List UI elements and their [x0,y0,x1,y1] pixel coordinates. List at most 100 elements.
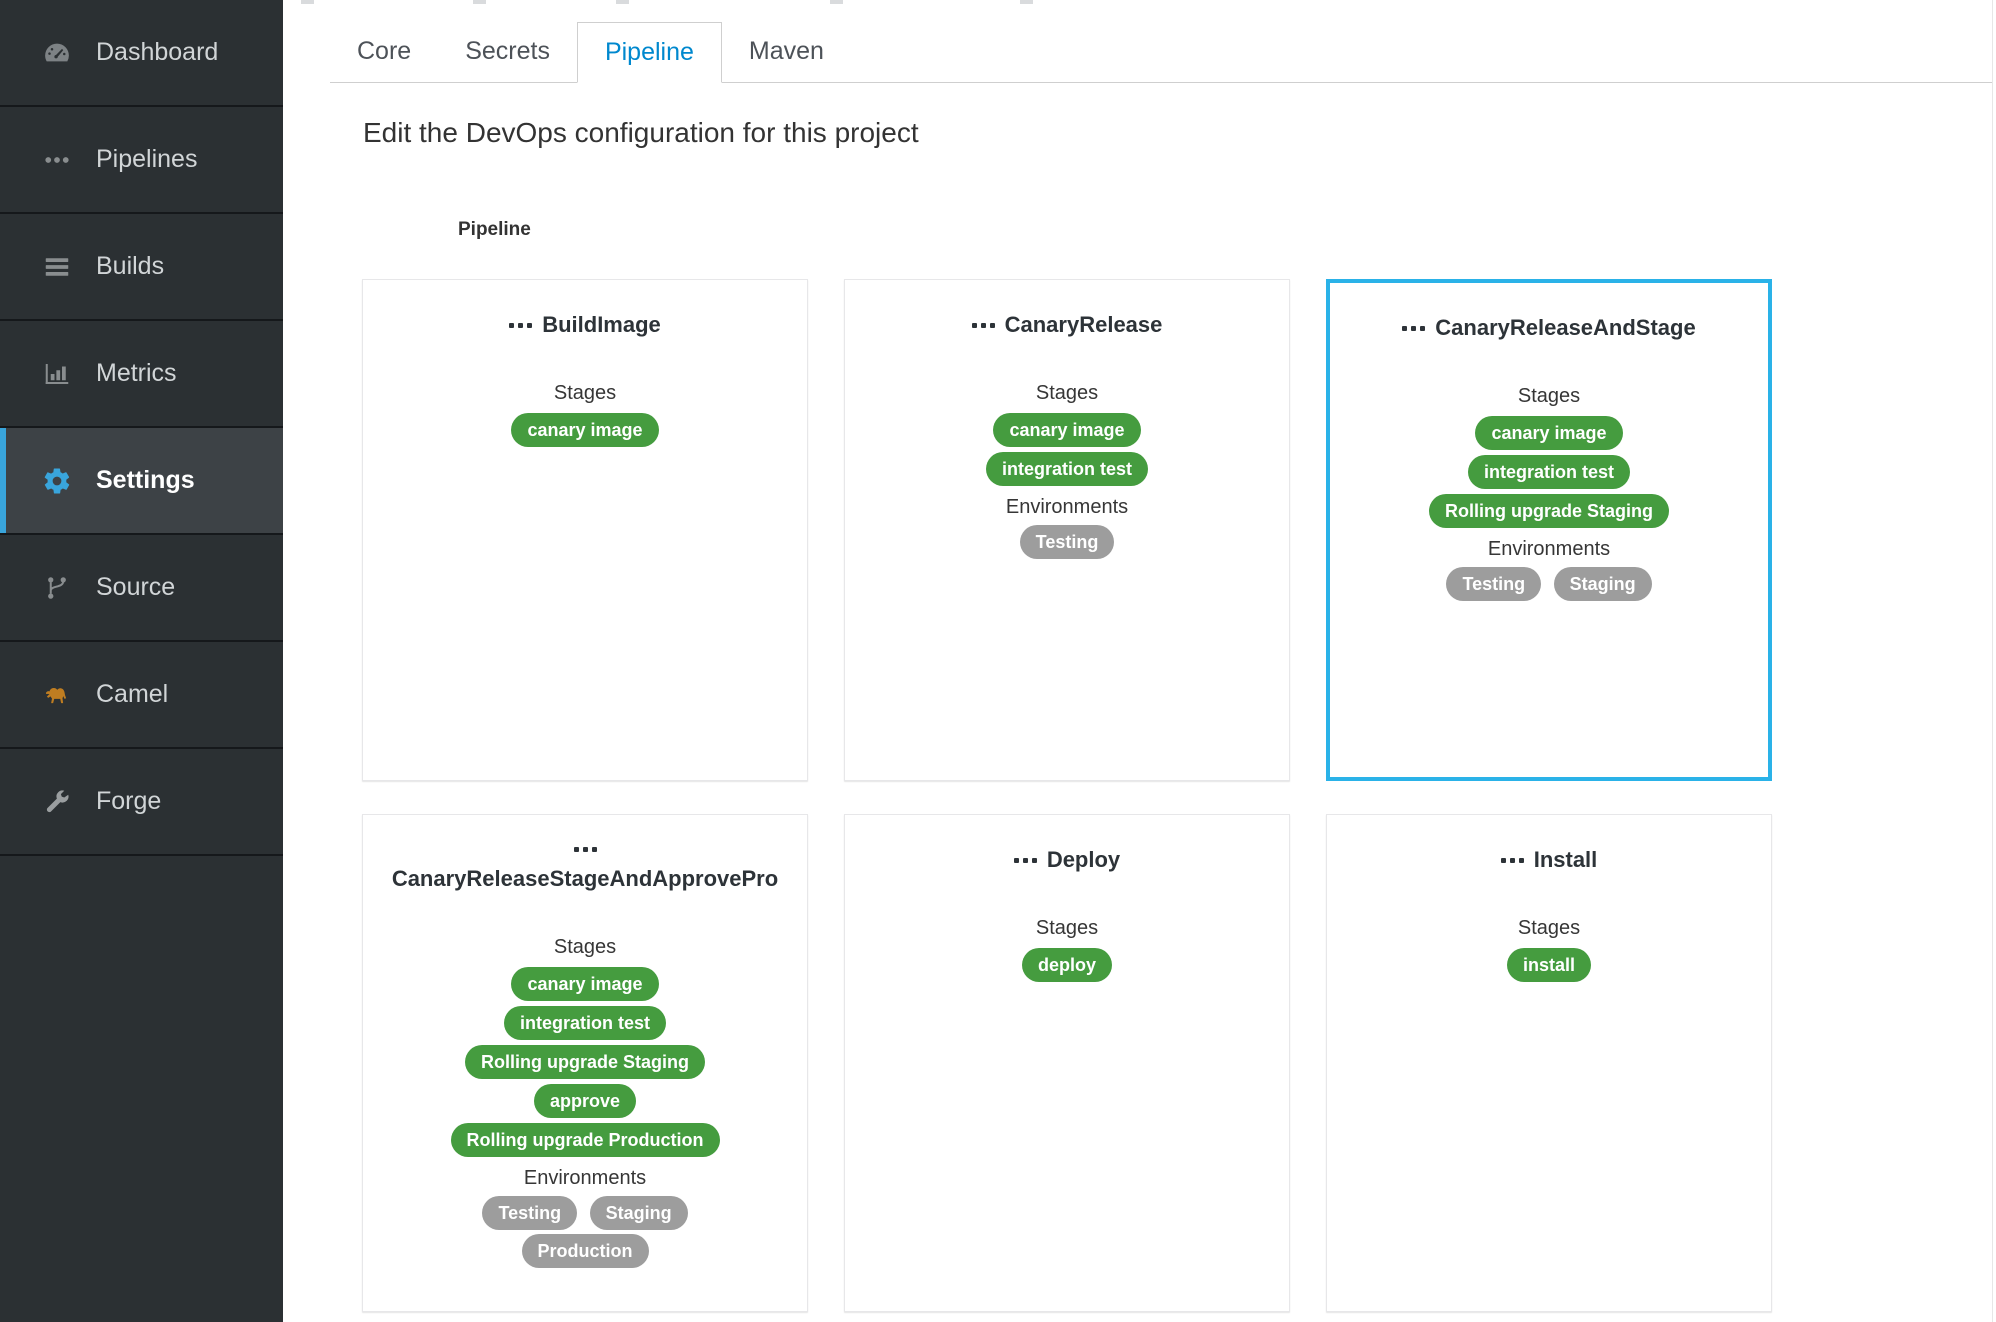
pipeline-card-canaryreleaseandstage[interactable]: CanaryReleaseAndStage Stages canary imag… [1326,279,1772,781]
sidebar-item-label: Source [96,573,176,601]
pipeline-field-label: Pipeline [458,219,531,240]
stage-badge: canary image [511,967,659,1001]
clipped-text-fragment [830,0,843,4]
environments-label: Environments [523,1167,647,1189]
stage-badge: Rolling upgrade Staging [465,1045,705,1079]
stage-badge: integration test [1467,455,1630,489]
bar-chart-icon [40,357,74,391]
stage-badges: install [1327,946,1771,984]
environment-badge: Testing [1446,567,1542,601]
wrench-icon [40,785,74,819]
card-title: CanaryRelease [845,312,1289,338]
sidebar-item-label: Metrics [96,359,177,387]
clipped-text-fragment [1020,0,1033,4]
sidebar-item-settings[interactable]: Settings [0,428,283,535]
environment-badges: Testing [902,523,1232,561]
environment-badges: Testing Staging Production [420,1194,750,1270]
card-name: CanaryReleaseAndStage [1435,315,1696,340]
ellipsis-icon [573,847,597,852]
sidebar-item-label: Pipelines [96,145,198,173]
pipeline-card-canaryrelease[interactable]: CanaryRelease Stages canary image integr… [844,279,1290,781]
sidebar-item-forge[interactable]: Forge [0,749,283,856]
clipped-text-fragment [616,0,629,4]
dashboard-icon [40,36,74,70]
stage-badge: Rolling upgrade Production [450,1123,720,1157]
sidebar-item-dashboard[interactable]: Dashboard [0,0,283,107]
stage-badges: deploy [845,946,1289,984]
sidebar-item-metrics[interactable]: Metrics [0,321,283,428]
stage-badges: canary image [363,411,807,449]
stage-badges: canary image integration test Rolling up… [1330,414,1768,530]
card-title: Deploy [845,847,1289,873]
tab-core[interactable]: Core [357,37,412,65]
environments-label: Environments [1005,496,1129,518]
environment-badge: Testing [482,1196,578,1230]
card-title: CanaryReleaseAndStage [1330,315,1768,341]
card-title: Install [1327,847,1771,873]
stage-badge: canary image [993,413,1141,447]
pipeline-card-grid: BuildImage Stages canary image CanaryRel… [362,279,1996,1312]
clipped-text-fragment [301,0,314,4]
sidebar-item-builds[interactable]: Builds [0,214,283,321]
ellipsis-icon [971,322,995,328]
ellipsis-icon [1013,857,1037,863]
stages-label: Stages [553,382,617,404]
ellipsis-icon [1402,325,1426,331]
environments-label: Environments [1487,538,1611,560]
sidebar-item-label: Forge [96,787,162,815]
camel-icon [40,678,74,712]
tab-pipeline[interactable]: Pipeline [576,22,722,83]
environment-badge: Staging [1553,567,1652,601]
card-name: CanaryReleaseStageAndApprovePro [391,866,779,891]
environment-badge: Staging [589,1196,688,1230]
stage-badges: canary image integration test [845,411,1289,488]
gear-icon [40,464,74,498]
card-title: CanaryReleaseStageAndApprovePro [363,847,807,892]
stages-label: Stages [1035,382,1099,404]
pipeline-card-deploy[interactable]: Deploy Stages deploy [844,814,1290,1312]
clipped-text-fragment [473,0,486,4]
pipeline-card-install[interactable]: Install Stages install [1326,814,1772,1312]
sidebar-item-source[interactable]: Source [0,535,283,642]
sidebar: Dashboard Pipelines Builds Metrics Setti… [0,0,283,1322]
tab-secrets[interactable]: Secrets [465,37,550,65]
sidebar-item-camel[interactable]: Camel [0,642,283,749]
pipeline-card-canaryreleasestageandapprove[interactable]: CanaryReleaseStageAndApprovePro Stages c… [362,814,808,1312]
window-edge-divider [1992,0,1993,1322]
ellipsis-icon [509,322,533,328]
sidebar-item-label: Builds [96,252,165,280]
stages-label: Stages [1517,385,1581,407]
stage-badge: integration test [985,452,1148,486]
stage-badge: install [1506,948,1591,982]
git-branch-icon [40,571,74,605]
tab-maven[interactable]: Maven [748,37,824,65]
list-icon [40,250,74,284]
card-name: BuildImage [542,312,661,337]
settings-tab-bar: Core Secrets Pipeline Maven [330,22,1992,83]
stage-badge: canary image [1475,416,1623,450]
pipeline-card-buildimage[interactable]: BuildImage Stages canary image [362,279,808,781]
card-name: Deploy [1046,847,1121,872]
stage-badge: Rolling upgrade Staging [1429,494,1669,528]
environment-badge: Production [521,1234,649,1268]
sidebar-item-label: Camel [96,680,169,708]
ellipsis-icon [40,143,74,177]
main-content: Core Secrets Pipeline Maven Edit the Dev… [283,0,1996,1322]
page-title: Edit the DevOps configuration for this p… [363,117,919,148]
environment-badge: Testing [1019,525,1115,559]
sidebar-item-label: Dashboard [96,38,219,66]
environment-badges: Testing Staging [1384,565,1714,603]
card-title: BuildImage [363,312,807,338]
sidebar-item-label: Settings [96,466,195,494]
stages-label: Stages [1035,917,1099,939]
sidebar-item-pipelines[interactable]: Pipelines [0,107,283,214]
card-name: CanaryRelease [1004,312,1163,337]
stage-badge: deploy [1021,948,1112,982]
stages-label: Stages [553,936,617,958]
stages-label: Stages [1517,917,1581,939]
stage-badge: approve [533,1084,637,1118]
card-name: Install [1533,847,1598,872]
stage-badge: canary image [511,413,659,447]
ellipsis-icon [1500,857,1524,863]
stage-badges: canary image integration test Rolling up… [363,965,807,1159]
